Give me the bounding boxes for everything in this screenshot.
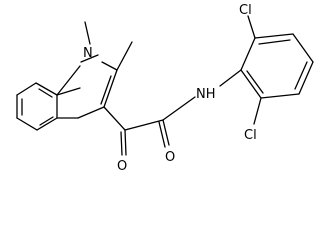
ketone-double-bond <box>124 129 127 156</box>
amide-double-bond <box>158 121 166 148</box>
molecule-structure-diagram: N NH Cl Cl O O <box>16 3 314 174</box>
bond <box>56 87 81 96</box>
bond <box>56 65 81 96</box>
bond <box>260 93 300 99</box>
indole-nitrogen-label: N <box>83 46 93 61</box>
amide-nh-label: NH <box>196 87 216 102</box>
double-bond-inner <box>294 61 308 90</box>
c3-carbonyl-bond <box>103 106 126 131</box>
amide-n-bond <box>162 96 196 121</box>
double-bond-inner <box>100 75 112 105</box>
bond <box>254 33 294 39</box>
bond <box>240 37 256 71</box>
bond <box>36 117 58 131</box>
ketone-double-bond <box>120 131 123 156</box>
bond <box>240 69 262 99</box>
bond <box>103 69 118 108</box>
c2-methyl-bond <box>116 41 133 71</box>
chlorine-top-label: Cl <box>239 3 252 18</box>
indole-benzene-ring <box>16 82 58 131</box>
amide-double-bond <box>162 119 170 146</box>
bond <box>16 117 38 131</box>
ketone-oxygen-label: O <box>117 159 127 174</box>
c-cl-top-bond <box>247 15 256 39</box>
bond <box>292 33 314 63</box>
c-cl-bottom-bond <box>253 97 262 125</box>
n-aryl-bond <box>219 69 242 87</box>
bond <box>35 82 58 96</box>
dichlorophenyl-ring <box>240 33 314 99</box>
bond <box>298 61 314 95</box>
indole-pyrrole-ring <box>56 54 118 119</box>
c-c-bond <box>124 119 164 131</box>
double-bond-inner <box>38 88 53 98</box>
double-bond-inner <box>258 39 291 45</box>
double-bond-inner <box>246 70 264 94</box>
bond <box>16 82 37 96</box>
bond <box>80 54 99 63</box>
double-bond-inner <box>39 116 54 126</box>
amide-oxygen-label: O <box>165 150 175 165</box>
n-methyl-bond <box>84 21 91 45</box>
bond <box>77 106 105 119</box>
bond <box>101 61 118 71</box>
chlorine-bottom-label: Cl <box>244 128 257 143</box>
